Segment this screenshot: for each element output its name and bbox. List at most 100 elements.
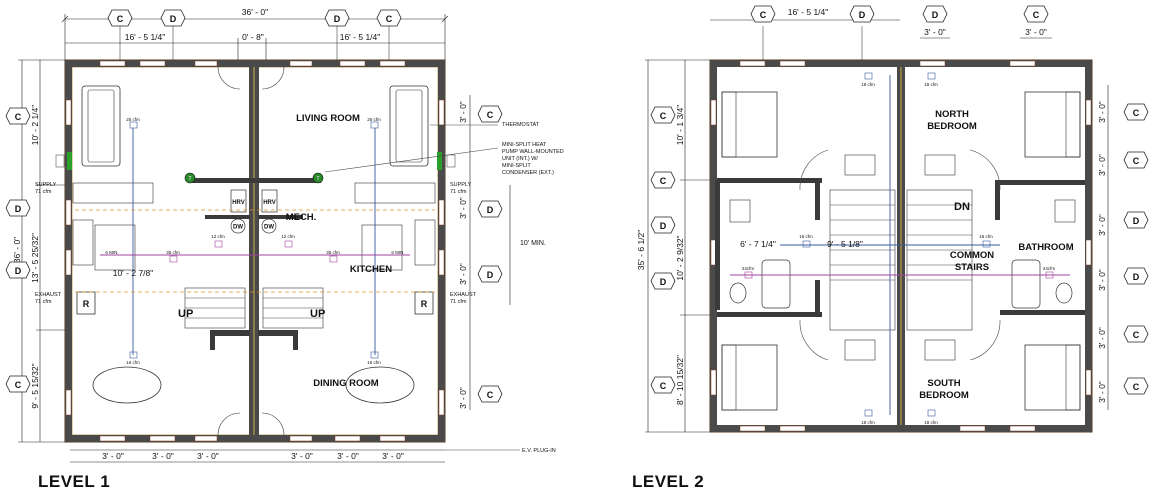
cfm-label: 16 cfm <box>979 234 993 239</box>
dim-window: 3' - 0" <box>458 197 468 219</box>
exhaust-cfm: 71 cfm <box>450 299 467 305</box>
grid-tag-d: D <box>170 14 177 24</box>
grid-tag-c: C <box>487 110 494 120</box>
dim-left-bay: 16' - 5 1/4" <box>125 32 166 42</box>
grid-tag-c: C <box>660 381 667 391</box>
dim-right-bay: 16' - 5 1/4" <box>340 32 381 42</box>
grid-tag-c: C <box>15 380 22 390</box>
dim-window: 3' - 0" <box>1097 214 1107 236</box>
grid-tag-c: C <box>1033 10 1040 20</box>
dim-party-wall: 0' - 8" <box>242 32 264 42</box>
grid-tag-c: C <box>386 14 393 24</box>
room-label-south-bedroom-line2: BEDROOM <box>919 390 969 401</box>
level-1-furniture: R R HRV HRV DW DW T T <box>55 66 456 436</box>
dim-left-a: 10' - 2 1/4" <box>30 105 40 146</box>
hrv-label: HRV <box>232 200 245 206</box>
grid-tag-c: C <box>1133 382 1140 392</box>
level-2-furniture: DN <box>721 91 1081 411</box>
cfm-label: 16 cfm <box>367 360 381 365</box>
room-label-dining-room: DINING ROOM <box>313 378 379 389</box>
grid-tag-d: D <box>15 266 22 276</box>
grid-tag-d: D <box>932 10 939 20</box>
grid-tag-c: C <box>1133 156 1140 166</box>
dim-interior-a: 6' - 7 1/4" <box>740 239 776 249</box>
cfm-label: 24cfm <box>1043 266 1056 271</box>
dim-overall-depth: 35' - 6 1/2" <box>636 230 646 271</box>
grid-tag-d: D <box>660 277 667 287</box>
dishwasher-label: DW <box>233 225 243 231</box>
dim-overall-depth: 36' - 0" <box>12 237 22 263</box>
room-label-mech: MECH. <box>286 212 317 223</box>
dim-window: 3' - 0" <box>197 451 219 461</box>
minisplit-note-line: PUMP WALL-MOUNTED <box>502 149 564 155</box>
minisplit-note-line: MINI-SPLIT <box>502 163 531 169</box>
level-1-walls <box>64 59 446 443</box>
grid-tag-d: D <box>660 221 667 231</box>
room-label-kitchen: KITCHEN <box>350 264 392 275</box>
level-2-title: LEVEL 2 <box>632 472 704 491</box>
level-1-right-annotations: SUPPLY 71 cfm EXHAUST 71 cfm 3' - 0" 3' … <box>324 95 564 410</box>
hrv-label: HRV <box>263 200 276 206</box>
grid-tag-c: C <box>1133 108 1140 118</box>
grid-tag-c: C <box>1133 330 1140 340</box>
level-2-walls <box>709 59 1093 433</box>
dim-window: 3' - 0" <box>458 387 468 409</box>
dim-window: 3' - 0" <box>1097 154 1107 176</box>
dim-window: 3' - 0" <box>1097 381 1107 403</box>
room-label-common-stairs-line2: STAIRS <box>955 262 989 273</box>
cfm-label: 18 cfm <box>861 82 875 87</box>
grid-tag-d: D <box>1133 272 1140 282</box>
dim-window: 3' - 0" <box>337 451 359 461</box>
stairs-down-label: DN <box>954 201 970 213</box>
grid-tag-c: C <box>117 14 124 24</box>
minisplit-note-line: MINI-SPLIT HEAT <box>502 142 547 148</box>
dim-left-b: 13' - 5 25/32" <box>30 233 40 283</box>
dim-left-c: 9' - 5 15/32" <box>30 363 40 408</box>
thermostat-icon: T <box>188 176 191 182</box>
dim-window: 3' - 0" <box>1025 27 1047 37</box>
grid-tag-c: C <box>660 111 667 121</box>
grid-tag-d: D <box>859 10 866 20</box>
dim-left-b: 10' - 2 9/32" <box>675 235 685 280</box>
dishwasher-label: DW <box>264 225 274 231</box>
cfm-label: 35 cfm <box>326 250 340 255</box>
room-label-living-room: LIVING ROOM <box>296 113 360 124</box>
supply-label: SUPPLY <box>35 182 57 188</box>
cfm-label: 24cfm <box>742 266 755 271</box>
exhaust-cfm: 71 cfm <box>35 299 52 305</box>
dim-window: 3' - 0" <box>458 263 468 285</box>
supply-cfm: 71 cfm <box>35 189 52 195</box>
dim-window: 3' - 0" <box>291 451 313 461</box>
supply-cfm: 71 cfm <box>450 189 467 195</box>
cfm-label: 25 cfm <box>367 117 381 122</box>
level-2-left-dimensions: 35' - 6 1/2" 10' - 1 3/4" 10' - 2 9/32" … <box>636 59 710 433</box>
grid-tag-d: D <box>15 204 22 214</box>
level-2-right-dimensions: 3' - 0" 3' - 0" 3' - 0" 3' - 0" 3' - 0" … <box>1097 85 1149 410</box>
dim-window: 3' - 0" <box>1097 101 1107 123</box>
exhaust-label: EXHAUST <box>35 292 62 298</box>
dim-window: 3' - 0" <box>1097 327 1107 349</box>
grid-tag-d: D <box>487 270 494 280</box>
room-label-north-bedroom-line1: NORTH <box>935 109 969 120</box>
level-1-left-dimensions: 36' - 0" 10' - 2 1/4" 13' - 5 25/32" 9' … <box>5 59 65 443</box>
grid-tag-d: D <box>487 205 494 215</box>
cfm-label: 12 cfm <box>211 234 225 239</box>
cfm-label: 35 cfm <box>166 250 180 255</box>
dim-left-a: 10' - 1 3/4" <box>675 105 685 146</box>
dim-window: 3' - 0" <box>1097 269 1107 291</box>
dim-window: 3' - 0" <box>102 451 124 461</box>
level-2-ducts: 18 cfm 18 cfm 18 cfm 18 cfm 16 cfm 16 cf… <box>730 72 1070 425</box>
dim-window: 3' - 0" <box>152 451 174 461</box>
grid-tag-d: D <box>1133 216 1140 226</box>
room-label-common-stairs-line1: COMMON <box>950 250 994 261</box>
grid-tag-c: C <box>760 10 767 20</box>
level-1-bottom-dimensions: E.V. PLUG-IN 3' - 0" 3' - 0" 3' - 0" 3' … <box>70 448 556 463</box>
room-label-bathroom: BATHROOM <box>1018 242 1073 253</box>
ev-plug-note: E.V. PLUG-IN <box>522 448 556 454</box>
cfm-label: 16 cfm <box>126 360 140 365</box>
refrigerator-label: R <box>83 299 90 309</box>
minisplit-note-line: UNIT (INT.) W/ <box>502 156 538 162</box>
stairs-up-label: UP <box>310 308 325 320</box>
grid-tag-d: D <box>334 14 341 24</box>
level-1-ducts: 25 cfm 25 cfm 16 cfm 16 cfm 12 cfm 12 cf… <box>75 117 435 365</box>
